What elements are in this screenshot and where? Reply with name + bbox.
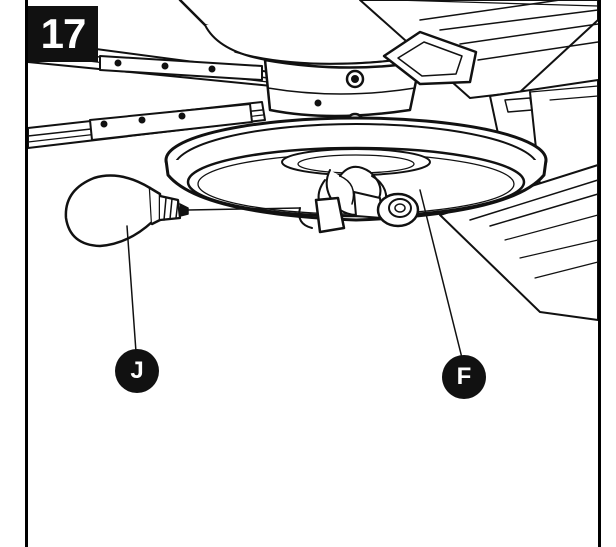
light-socket <box>376 192 420 228</box>
frame-border-right <box>598 0 601 547</box>
wire-bundle <box>298 165 388 234</box>
frame-border-left <box>25 0 28 547</box>
motor-housing <box>178 0 472 132</box>
callout-label-j: J <box>115 349 159 393</box>
fan-blade-mid-left <box>27 101 266 149</box>
fan-blade-upper-right <box>359 0 599 99</box>
light-bulb <box>64 174 301 248</box>
callout-label-f: F <box>442 355 486 399</box>
callout-leader-lines <box>126 189 463 359</box>
step-number-badge: 17 <box>28 6 98 62</box>
